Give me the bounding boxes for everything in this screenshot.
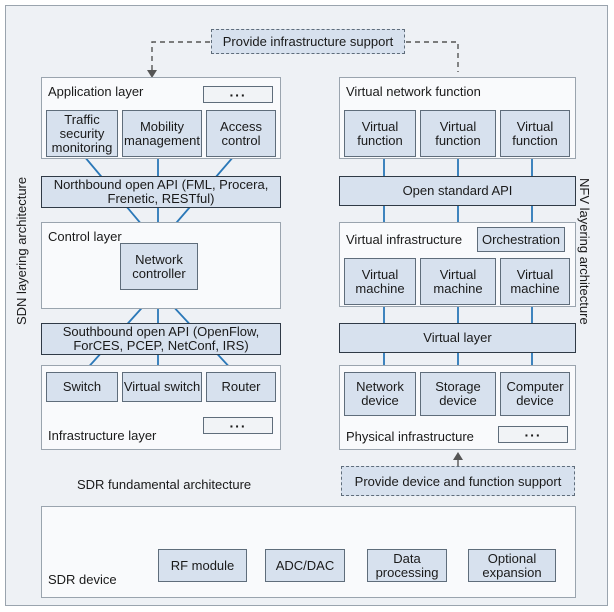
switch-box: Switch: [46, 372, 118, 402]
router-box: Router: [206, 372, 276, 402]
virtual-function-box-1: Virtual function: [344, 110, 416, 157]
virtual-machine-box-2: Virtual machine: [420, 258, 496, 305]
virtual-switch-box: Virtual switch: [122, 372, 202, 402]
storage-device-box: Storage device: [420, 372, 496, 416]
infra-support-arrow: [147, 70, 157, 78]
optional-expansion-box: Optional expansion: [468, 549, 556, 582]
open-standard-api-bar: Open standard API: [339, 176, 576, 206]
sdn-side-label: SDN layering architecture: [14, 176, 29, 325]
rf-module-box: RF module: [158, 549, 247, 582]
sdr-device-label: SDR device: [48, 572, 117, 587]
physical-infrastructure-title: Physical infrastructure: [346, 429, 474, 444]
access-control-box: Access control: [206, 110, 276, 157]
traffic-security-monitoring-box: Traffic security monitoring: [46, 110, 118, 157]
network-device-box: Network device: [344, 372, 416, 416]
infrastructure-layer-title: Infrastructure layer: [48, 428, 157, 443]
virtual-function-box-3: Virtual function: [500, 110, 570, 157]
infrastructure-support-box: Provide infrastructure support: [211, 29, 405, 54]
control-layer-title: Control layer: [48, 229, 122, 244]
orchestration-box: Orchestration: [477, 227, 565, 252]
vnf-title: Virtual network function: [346, 84, 481, 99]
application-layer-title: Application layer: [48, 84, 144, 99]
virtual-machine-box-1: Virtual machine: [344, 258, 416, 305]
physical-infrastructure-more: ···: [498, 426, 568, 443]
virtual-function-box-2: Virtual function: [420, 110, 496, 157]
computer-device-box: Computer device: [500, 372, 570, 416]
application-layer-more: ···: [203, 86, 273, 103]
sdr-fundamental-caption: SDR fundamental architecture: [77, 477, 252, 492]
infra-support-link-right: [406, 41, 459, 72]
network-controller-box: Network controller: [120, 243, 198, 290]
northbound-api-bar: Northbound open API (FML, Procera, Frene…: [41, 176, 281, 208]
adc-dac-box: ADC/DAC: [265, 549, 345, 582]
virtual-layer-bar: Virtual layer: [339, 323, 576, 353]
virtual-infrastructure-title: Virtual infrastructure: [346, 232, 463, 247]
infra-support-link: [151, 41, 210, 72]
virtual-machine-box-3: Virtual machine: [500, 258, 570, 305]
device-function-support-box: Provide device and function support: [341, 466, 575, 496]
data-processing-box: Data processing: [367, 549, 447, 582]
nfv-side-label: NFV layering architecture: [577, 178, 592, 325]
southbound-api-bar: Southbound open API (OpenFlow, ForCES, P…: [41, 323, 281, 355]
device-support-arrow: [453, 452, 463, 460]
infrastructure-layer-more: ···: [203, 417, 273, 434]
mobility-management-box: Mobility management: [122, 110, 202, 157]
